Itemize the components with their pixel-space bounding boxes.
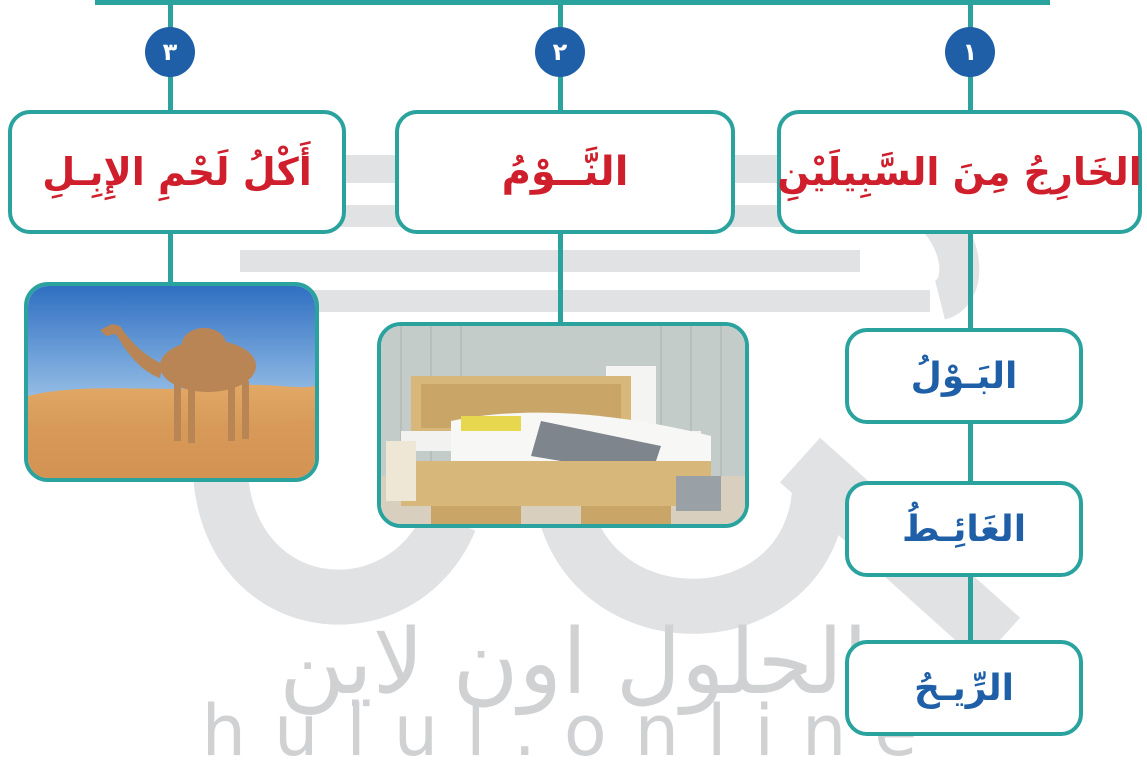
number-badge-3: ٣ [145, 27, 195, 77]
camel-picture [28, 286, 315, 478]
bed-picture [381, 326, 745, 524]
number-badge-2: ٢ [535, 27, 585, 77]
sub-item-2: الغَائِـطُ [845, 481, 1083, 577]
category-box-3: أَكْلُ لَحْمِ الإِبِـلِ [8, 110, 346, 234]
top-bar [95, 0, 1050, 5]
camel-image [24, 282, 319, 482]
sub-item-3: الرِّيـحُ [845, 640, 1083, 736]
number-badge-1: ١ [945, 27, 995, 77]
bed-image [377, 322, 749, 528]
watermark-latin: hulul.online [201, 690, 946, 772]
col1-trunk [968, 230, 973, 690]
category-box-1: الخَارِجُ مِنَ السَّبِيلَيْنِ [777, 110, 1142, 234]
watermark-arabic: الحلول اون لاين [279, 610, 868, 715]
col2-trunk [558, 230, 563, 330]
sub-item-1: البَـوْلُ [845, 328, 1083, 424]
col3-trunk [168, 230, 173, 290]
category-box-2: النَّــوْمُ [395, 110, 735, 234]
